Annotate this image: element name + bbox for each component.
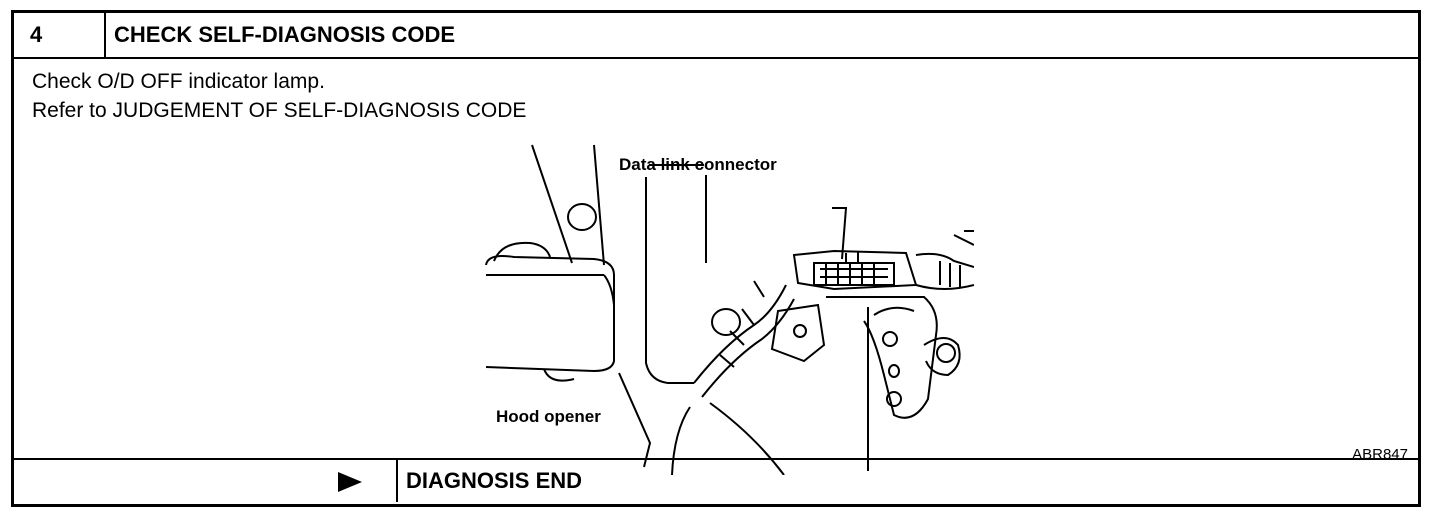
procedure-table: 4 CHECK SELF-DIAGNOSIS CODE Check O/D OF…	[11, 10, 1421, 507]
data-link-connector-callout: Data link connector	[619, 155, 777, 174]
result-row: DIAGNOSIS END	[14, 458, 1418, 504]
step-header: 4 CHECK SELF-DIAGNOSIS CODE	[14, 13, 1418, 59]
result-label: DIAGNOSIS END	[406, 468, 583, 493]
step-number: 4	[14, 13, 106, 57]
result-arrow-cell	[14, 460, 398, 502]
hood-opener-callout: Hood opener	[496, 407, 601, 426]
instruction-line-2: Refer to JUDGEMENT OF SELF-DIAGNOSIS COD…	[32, 99, 527, 122]
instruction-line-1: Check O/D OFF indicator lamp.	[32, 70, 325, 93]
instructions: Check O/D OFF indicator lamp. Refer to J…	[32, 67, 526, 125]
step-body: Check O/D OFF indicator lamp. Refer to J…	[14, 57, 1418, 475]
right-triangle-icon	[338, 472, 362, 492]
step-title: CHECK SELF-DIAGNOSIS CODE	[114, 22, 456, 47]
